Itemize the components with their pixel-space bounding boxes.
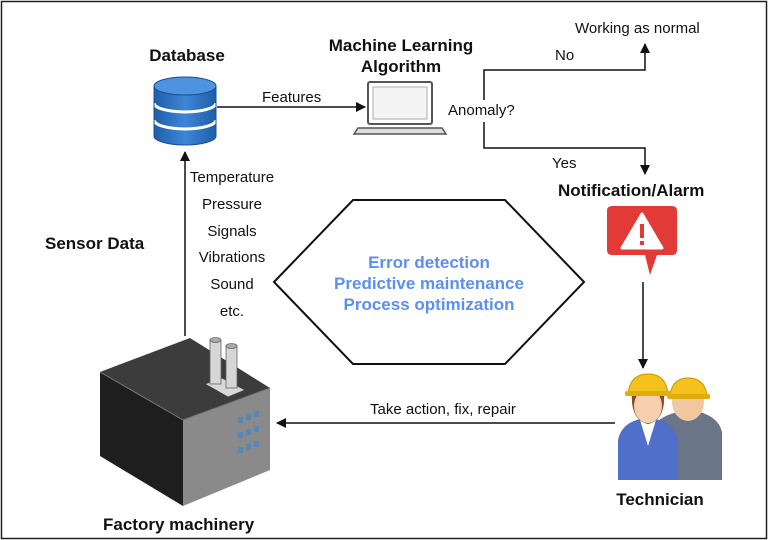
- technician-label: Technician: [616, 490, 704, 509]
- sensor-item-pressure: Pressure: [201, 196, 263, 213]
- database-icon: [152, 76, 218, 146]
- laptop-icon: [352, 81, 448, 135]
- take-action-label: Take action, fix, repair: [370, 401, 516, 418]
- sensor-item-etc: etc.: [219, 303, 245, 320]
- no-branch-arrow: [483, 43, 650, 100]
- hexagon-text-process-optimization: Process optimization: [343, 295, 515, 314]
- working-as-normal-label: Working as normal: [575, 20, 700, 37]
- notification-alarm-label: Notification/Alarm: [558, 181, 705, 200]
- hexagon-text-predictive-maintenance: Predictive maintenance: [334, 274, 524, 293]
- factory-icon: [99, 337, 271, 506]
- anomaly-label: Anomaly?: [448, 102, 515, 119]
- sensor-item-sound: Sound: [210, 276, 254, 293]
- ml-algorithm-label-line1: Machine Learning: [328, 36, 474, 55]
- no-label: No: [555, 47, 575, 64]
- factory-machinery-label: Factory machinery: [103, 515, 255, 534]
- features-label: Features: [262, 89, 322, 106]
- sensor-data-label: Sensor Data: [45, 234, 145, 253]
- ml-algorithm-label-line2: Algorithm: [360, 57, 442, 76]
- yes-branch-arrow: [483, 122, 650, 175]
- alarm-icon: [607, 206, 677, 275]
- yes-label: Yes: [552, 155, 577, 172]
- sensor-item-signals: Signals: [207, 223, 257, 240]
- technician-icon: [618, 373, 722, 480]
- sensor-item-temperature: Temperature: [189, 169, 275, 186]
- hexagon-text-error-detection: Error detection: [368, 253, 490, 272]
- database-label: Database: [149, 46, 225, 65]
- benefits-hexagon: [272, 199, 586, 365]
- sensor-item-vibrations: Vibrations: [198, 249, 266, 266]
